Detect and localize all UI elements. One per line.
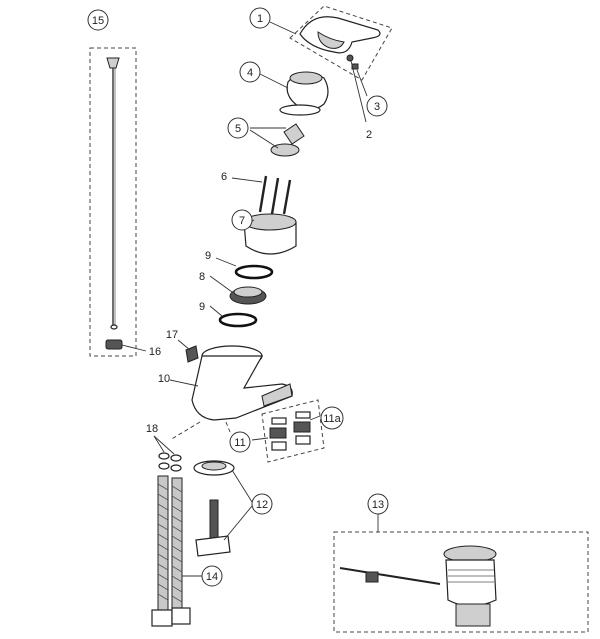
- svg-text:4: 4: [247, 67, 253, 79]
- svg-text:13: 13: [372, 499, 384, 511]
- part-15-pop-up-rod: [89, 47, 137, 357]
- svg-text:3: 3: [374, 101, 380, 113]
- svg-text:7: 7: [239, 215, 245, 227]
- part-1-lever-handle: [269, 5, 393, 81]
- label-7: 7: [231, 209, 253, 231]
- part-7-cartridge: [243, 213, 297, 255]
- label-10: 10: [158, 373, 170, 385]
- label-17: 17: [166, 329, 178, 341]
- label-8: 8: [199, 271, 205, 283]
- label-13: 13: [367, 493, 389, 515]
- part-10-faucet-body: [169, 345, 293, 421]
- part-4-cover-shroud: [259, 71, 329, 116]
- label-11a: 11a: [320, 406, 344, 430]
- part-16-rod-clip: [105, 339, 147, 352]
- part-9-o-ring-upper: [215, 257, 274, 280]
- label-14: 14: [201, 565, 223, 587]
- part-17-set-screw: [177, 339, 199, 363]
- label-9-upper: 9: [205, 250, 211, 262]
- svg-text:11a: 11a: [323, 413, 341, 425]
- part-8-seat: [209, 275, 267, 305]
- svg-text:15: 15: [92, 15, 104, 27]
- label-3: 3: [366, 95, 388, 117]
- label-5: 5: [227, 117, 249, 139]
- part-12-mounting-kit: [193, 460, 253, 557]
- part-14-supply-hoses: [151, 475, 202, 627]
- part-13-pop-up-waste: [333, 514, 589, 633]
- label-12: 12: [251, 493, 273, 515]
- label-6: 6: [221, 171, 227, 183]
- label-2: 2: [366, 129, 372, 141]
- label-18: 18: [146, 423, 158, 435]
- part-6-screws: [231, 175, 292, 215]
- svg-text:14: 14: [206, 571, 218, 583]
- part-5-adaptor: [249, 123, 305, 157]
- label-11: 11: [229, 431, 251, 453]
- part-9-o-ring-lower: [209, 305, 258, 328]
- label-4: 4: [239, 61, 261, 83]
- svg-text:5: 5: [235, 123, 241, 135]
- label-9-lower: 9: [199, 301, 205, 313]
- part-11-aerator-kit: [251, 399, 325, 463]
- label-16: 16: [149, 346, 161, 358]
- label-1: 1: [249, 7, 271, 29]
- part-18-washers: [153, 435, 182, 472]
- svg-text:11: 11: [234, 437, 245, 449]
- svg-text:12: 12: [256, 499, 268, 511]
- svg-text:1: 1: [257, 13, 263, 25]
- part-2-3-grub-screw: [346, 54, 368, 123]
- label-15: 15: [87, 9, 109, 31]
